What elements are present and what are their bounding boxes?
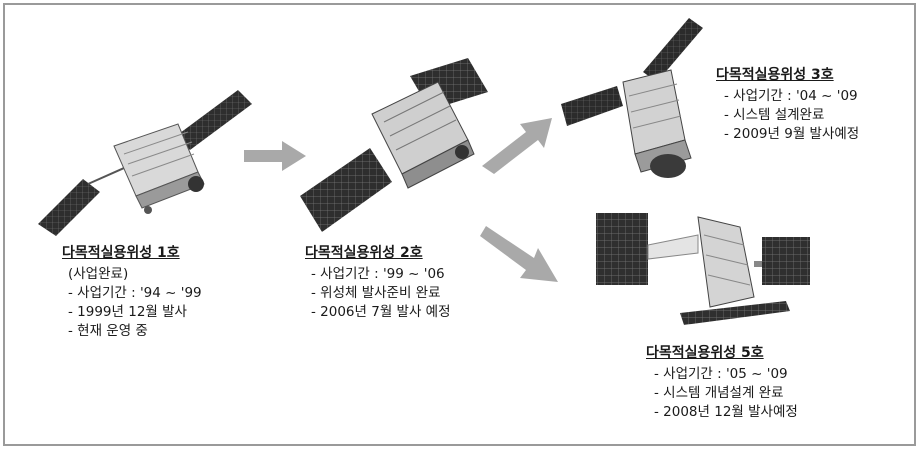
satellite-1-title: 다목적실용위성 1호 bbox=[62, 245, 180, 261]
satellite-3-launch: - 2009년 9월 발사예정 bbox=[724, 126, 860, 142]
satellite-3-status: - 시스템 설계완료 bbox=[724, 107, 825, 123]
satellite-1-period: - 사업기간 : '94 ~ '99 bbox=[68, 285, 202, 301]
satellite-2-launch: - 2006년 7월 발사 예정 bbox=[311, 304, 451, 320]
satellite-3-caption: 다목적실용위성 3호 - 사업기간 : '04 ~ '09 - 시스템 설계완료… bbox=[716, 66, 859, 144]
satellite-2-period: - 사업기간 : '99 ~ '06 bbox=[311, 266, 445, 282]
satellite-5-launch: - 2008년 12월 발사예정 bbox=[654, 404, 798, 420]
satellite-3-title: 다목적실용위성 3호 bbox=[716, 67, 834, 83]
satellite-5-image bbox=[596, 213, 810, 325]
satellite-5-status: - 시스템 개념설계 완료 bbox=[654, 385, 784, 401]
satellite-5-caption: 다목적실용위성 5호 - 사업기간 : '05 ~ '09 - 시스템 개념설계… bbox=[646, 344, 798, 422]
satellite-2-caption: 다목적실용위성 2호 - 사업기간 : '99 ~ '06 - 위성체 발사준비… bbox=[305, 244, 451, 322]
satellite-1-image bbox=[38, 90, 252, 236]
satellite-1-operation: - 현재 운영 중 bbox=[68, 323, 148, 339]
satellite-2-title: 다목적실용위성 2호 bbox=[305, 245, 423, 261]
satellite-1-status: (사업완료) bbox=[68, 266, 129, 282]
satellite-3-period: - 사업기간 : '04 ~ '09 bbox=[724, 88, 858, 104]
satellite-1-launch: - 1999년 12월 발사 bbox=[68, 304, 187, 320]
arrow-sat2-to-sat3 bbox=[482, 118, 552, 174]
satellite-1-caption: 다목적실용위성 1호 (사업완료) - 사업기간 : '94 ~ '99 - 1… bbox=[62, 244, 202, 341]
arrow-sat2-to-sat5 bbox=[480, 226, 558, 282]
satellite-5-title: 다목적실용위성 5호 bbox=[646, 345, 764, 361]
satellite-2-status: - 위성체 발사준비 완료 bbox=[311, 285, 441, 301]
satellite-5-period: - 사업기간 : '05 ~ '09 bbox=[654, 366, 788, 382]
satellite-3-image bbox=[561, 18, 703, 178]
satellite-2-image bbox=[300, 58, 488, 232]
arrow-sat1-to-sat2 bbox=[244, 141, 306, 171]
